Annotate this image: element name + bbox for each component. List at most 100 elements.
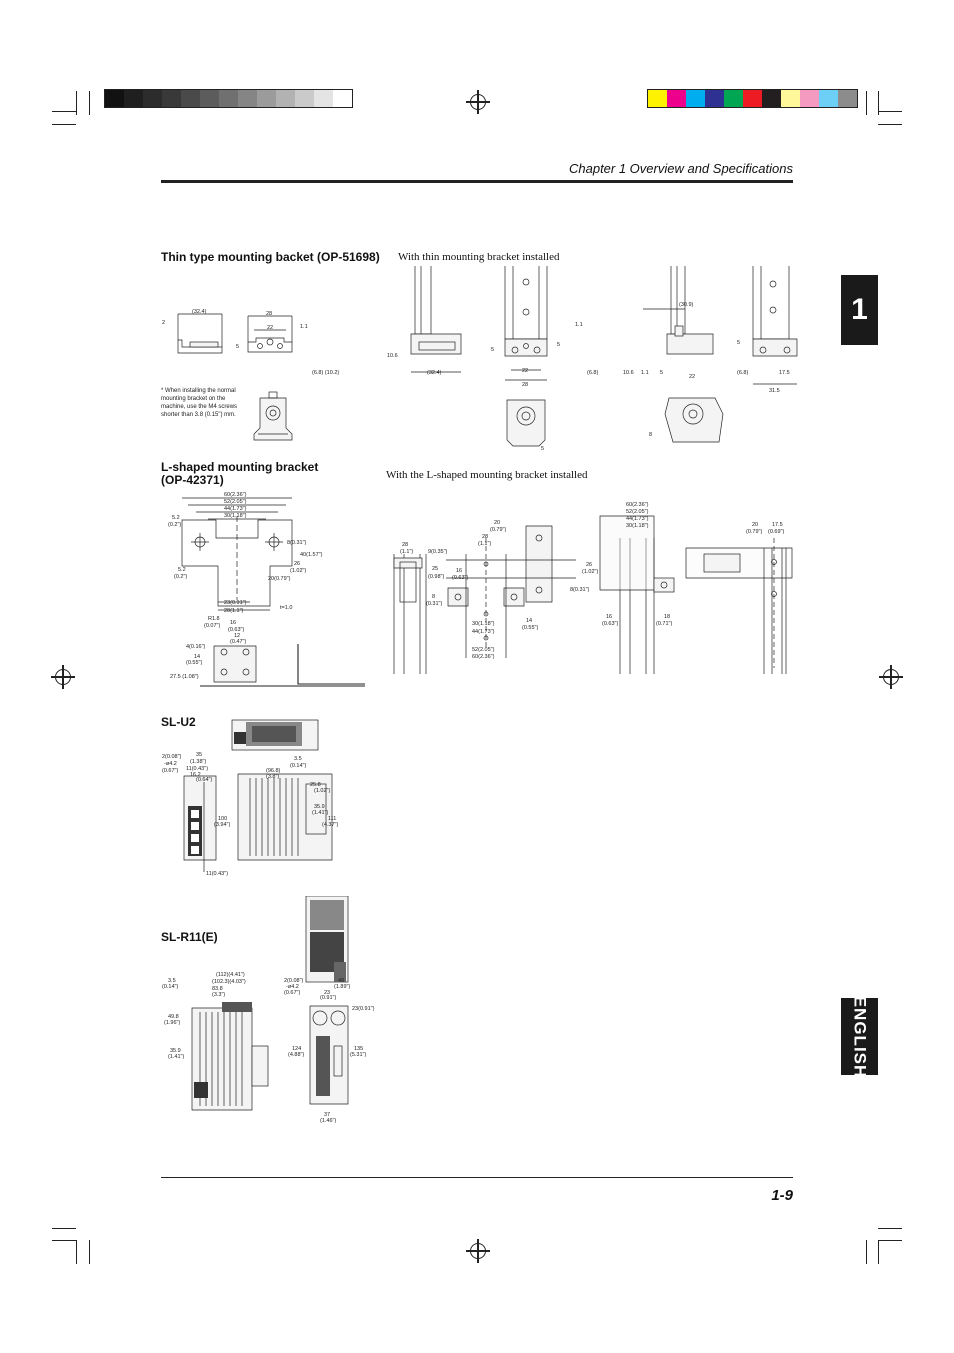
registration-mark <box>51 665 75 689</box>
dim: 17.5 <box>772 522 783 528</box>
dim: (96.8) <box>266 768 281 774</box>
dim: (6.8) (10.2) <box>312 370 339 376</box>
dim: (1.46") <box>320 1118 336 1124</box>
dim: 10.6 <box>623 370 634 376</box>
color-swatch <box>819 90 838 107</box>
dim: 18 <box>664 614 670 620</box>
dim: 5 <box>737 340 740 346</box>
normal-bracket-drawing <box>253 391 293 441</box>
dim: 100 <box>218 816 227 822</box>
dim: 9(0.35") <box>428 549 448 555</box>
dim: 8(0.31") <box>287 540 307 546</box>
color-swatch <box>181 90 200 107</box>
dim: 22 <box>267 325 273 331</box>
dim: 28 <box>482 534 488 540</box>
dim: 30(1.18") <box>224 513 247 519</box>
dim: 44(1.73") <box>626 516 649 522</box>
sl-r11-drawing: 3.5 (0.14") (112)(4.41") (102.3)(4.03") … <box>162 896 375 1124</box>
dim: 8(0.31") <box>570 587 590 593</box>
crop-mark <box>878 1228 902 1229</box>
dim: 28 <box>402 542 408 548</box>
thin-bracket-note: * When installing the normal mounting br… <box>161 388 238 418</box>
dim: 20 <box>494 520 500 526</box>
color-swatch <box>781 90 800 107</box>
crop-mark <box>89 91 90 115</box>
color-swatch <box>686 90 705 107</box>
dim: 26 <box>294 561 300 567</box>
dim: 14 <box>526 618 532 624</box>
dim: (0.07") <box>204 623 220 629</box>
dim: (0.71") <box>656 621 672 627</box>
color-swatch <box>276 90 295 107</box>
language-label: ENGLISH <box>850 995 870 1078</box>
dim: 48 <box>338 978 344 984</box>
color-swatch <box>162 90 181 107</box>
crop-mark <box>52 111 76 112</box>
color-swatch <box>200 90 219 107</box>
dim: 124 <box>292 1046 301 1052</box>
dim: t=1.0 <box>280 605 292 611</box>
dim: 52(2.05") <box>626 509 649 515</box>
dim: 60(2.36") <box>472 654 495 660</box>
dim: 28 <box>266 311 272 317</box>
color-swatch <box>648 90 667 107</box>
color-swatch <box>762 90 781 107</box>
dim: -ø4.2 <box>286 984 299 990</box>
dim: (1.1") <box>478 541 491 547</box>
registration-mark <box>466 1239 490 1263</box>
dim: (1.1") <box>400 549 413 555</box>
dim: 1.1 <box>300 324 308 330</box>
dim: 12 <box>234 633 240 639</box>
dim: 60(2.36") <box>626 502 649 508</box>
thin-installed-drawing: 10.6 (32.4) 22 28 5 1.1 5 (6.8) 5 (30.9)… <box>387 266 798 452</box>
dim: (0.14") <box>162 984 178 990</box>
dim: (1.96") <box>164 1020 180 1026</box>
crop-mark <box>89 1240 90 1264</box>
dim: (0.67") <box>162 768 178 774</box>
dim: 20 <box>752 522 758 528</box>
dim: (4.88") <box>288 1052 304 1058</box>
color-swatch <box>238 90 257 107</box>
crop-mark <box>878 91 879 115</box>
dim: 2 <box>162 320 165 326</box>
dim: 16.2 <box>190 772 201 778</box>
dim: 5 <box>541 446 544 452</box>
crop-mark <box>52 1228 76 1229</box>
thin-installed-caption: With thin mounting bracket installed <box>398 251 560 263</box>
dim: 3.5 <box>294 756 302 762</box>
registration-mark <box>879 665 903 689</box>
l-installed-caption: With the L-shaped mounting bracket insta… <box>386 469 588 481</box>
dim: 11(0.43") <box>206 871 228 877</box>
dim: (32.4) <box>192 309 207 315</box>
dim: 1.1 <box>641 370 649 376</box>
dim: (0.63") <box>228 627 244 633</box>
dim: 5.2 <box>172 515 180 521</box>
dim: (0.55") <box>186 660 202 666</box>
dim: 26 <box>586 562 592 568</box>
dim: 60(2.36") <box>224 492 247 498</box>
dim: 2(0.08") <box>284 978 304 984</box>
sl-u2-drawing: 2(0.08") -ø4.2 (0.67") 35 (1.38") 11(0.4… <box>162 719 338 877</box>
color-swatch <box>333 90 352 107</box>
dim: (0.67") <box>284 990 300 996</box>
chapter-tab: 1 <box>841 275 878 345</box>
dim: 40(1.57") <box>300 552 323 558</box>
dim: (0.31") <box>426 601 442 607</box>
color-swatch <box>295 90 314 107</box>
dim: 44(1.73") <box>472 629 495 635</box>
dim: (4.37") <box>322 822 338 828</box>
crop-mark <box>76 91 77 115</box>
dim: 31.5 <box>769 388 780 394</box>
color-swatch <box>143 90 162 107</box>
dim: 16 <box>456 568 462 574</box>
dim: (6.8) <box>737 370 748 376</box>
chapter-heading: Chapter 1 Overview and Specifications <box>568 161 793 176</box>
dim: 30(1.18") <box>626 523 649 529</box>
dim: 135 <box>354 1046 363 1052</box>
dim: (6.8) <box>587 370 598 376</box>
dim: 10.6 <box>387 353 398 359</box>
dim: 111 <box>328 816 336 822</box>
dim: (102.3)(4.03") <box>212 979 246 985</box>
crop-mark <box>878 1240 902 1241</box>
dim: (1.38") <box>190 759 206 765</box>
